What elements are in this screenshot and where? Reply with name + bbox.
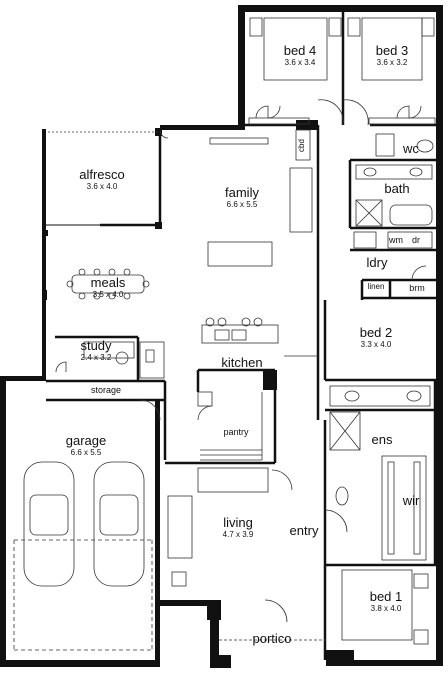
room-name: storage (90, 385, 122, 395)
room-bed-2: bed 2 3.3 x 4.0 (346, 326, 406, 349)
room-name: wm (389, 235, 403, 245)
room-bed-3: bed 3 3.6 x 3.2 (362, 44, 422, 67)
room-ldry: ldry (352, 256, 402, 269)
room-name: portico (252, 631, 292, 646)
exterior-walls (0, 5, 443, 668)
room-name: pantry (223, 427, 249, 437)
room-name: linen (367, 282, 385, 291)
room-wm: wm (386, 236, 406, 245)
room-wir: wir (394, 494, 428, 507)
room-dimensions: 3.6 x 4.0 (86, 182, 118, 191)
room-dimensions: 3.3 x 4.0 (360, 340, 392, 349)
room-name: bed 2 (359, 325, 393, 340)
room-dr: dr (406, 236, 426, 245)
room-name: ens (371, 432, 393, 447)
interior-walls (46, 12, 437, 660)
room-dimensions: 4.7 x 3.9 (222, 530, 254, 539)
room-wc: wc (398, 142, 424, 155)
room-name: entry (289, 523, 319, 538)
room-portico: portico (242, 632, 302, 645)
room-dimensions: 2.4 x 3.2 (80, 353, 112, 362)
room-meals: meals 3.5 x 4.0 (80, 276, 136, 299)
room-name: wc (403, 141, 419, 156)
room-storage: storage (76, 386, 136, 395)
room-name: bed 4 (283, 43, 317, 58)
room-name: ldry (366, 255, 388, 270)
room-cbd: cbd (297, 134, 310, 158)
room-name: meals (90, 275, 126, 290)
room-name: study (80, 338, 112, 353)
room-linen: linen (362, 283, 390, 291)
room-name: bed 1 (369, 589, 403, 604)
room-name: kitchen (221, 355, 263, 370)
room-family: family 6.6 x 5.5 (210, 186, 274, 209)
room-dimensions: 3.5 x 4.0 (92, 290, 124, 299)
room-name: bed 3 (375, 43, 409, 58)
room-name: bath (384, 181, 410, 196)
room-name: cbd (297, 139, 306, 153)
room-name: living (223, 515, 253, 530)
room-dimensions: 3.6 x 3.4 (284, 58, 316, 67)
fixtures (13, 17, 436, 651)
room-brm: brm (400, 284, 434, 293)
room-ens: ens (362, 433, 402, 446)
room-pantry: pantry (214, 428, 258, 437)
room-study: study 2.4 x 3.2 (68, 339, 124, 362)
room-name: garage (65, 433, 107, 448)
room-bed-4: bed 4 3.6 x 3.4 (270, 44, 330, 67)
room-name: dr (411, 235, 420, 245)
room-name: wir (402, 493, 420, 508)
room-name: brm (409, 283, 425, 293)
wall-posts (42, 120, 318, 390)
room-alfresco: alfresco 3.6 x 4.0 (70, 168, 134, 191)
room-dimensions: 3.6 x 3.2 (376, 58, 408, 67)
room-bath: bath (372, 182, 422, 195)
room-name: family (225, 185, 259, 200)
room-bed-1: bed 1 3.8 x 4.0 (356, 590, 416, 613)
room-dimensions: 6.6 x 5.5 (226, 200, 258, 209)
room-kitchen: kitchen (210, 356, 274, 369)
room-entry: entry (280, 524, 328, 537)
room-garage: garage 6.6 x 5.5 (56, 434, 116, 457)
room-living: living 4.7 x 3.9 (206, 516, 270, 539)
room-name: alfresco (79, 167, 125, 182)
room-dimensions: 6.6 x 5.5 (70, 448, 102, 457)
room-dimensions: 3.8 x 4.0 (370, 604, 402, 613)
